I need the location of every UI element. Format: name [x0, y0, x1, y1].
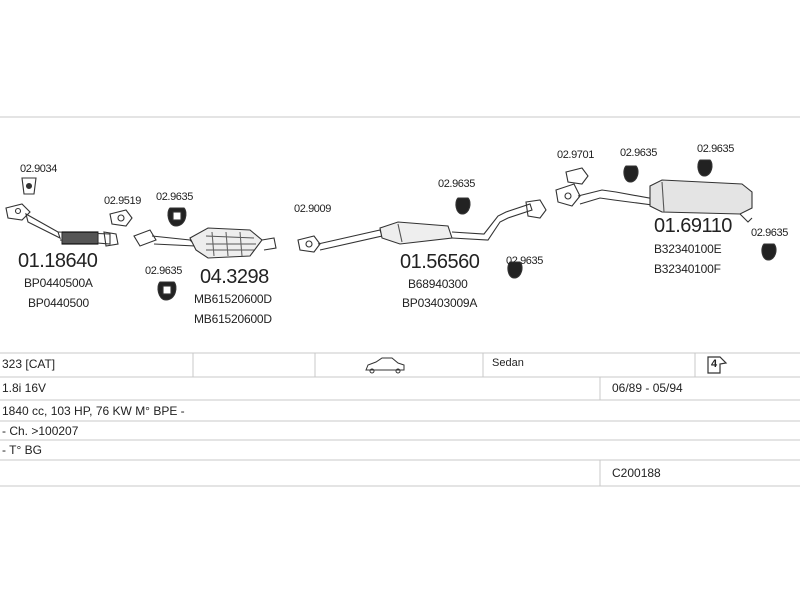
part-code-label: 02.9635 [751, 227, 788, 239]
vehicle-body-type: Sedan [492, 357, 524, 369]
part-code-label: 02.9635 [438, 178, 475, 190]
vehicle-period: 06/89 - 05/94 [612, 381, 683, 395]
door-count-icon [707, 356, 728, 374]
part-code-label: 02.9635 [620, 147, 657, 159]
oem-number-label: B32340100E [654, 242, 722, 256]
car-sedan-icon [365, 357, 405, 374]
part-code-label: 02.9635 [697, 143, 734, 155]
oem-number-label: MB61520600D [194, 312, 272, 326]
part-code-label: 02.9635 [156, 191, 193, 203]
vehicle-note: - T° BG [2, 443, 42, 457]
part-code-label: 01.56560 [400, 251, 480, 273]
vehicle-code: C200188 [612, 466, 661, 480]
oem-number-label: B32340100F [654, 262, 721, 276]
oem-number-label: B68940300 [408, 277, 468, 291]
middle-silencer-drawing [297, 197, 547, 279]
part-code-label: 02.9009 [294, 203, 331, 215]
oem-number-label: BP0440500A [24, 276, 93, 290]
vehicle-model: 323 [CAT] [2, 357, 56, 371]
vehicle-spec: 1840 cc, 103 HP, 76 KW M° BPE - [2, 404, 185, 418]
oem-number-label: MB61520600D [194, 292, 272, 306]
vehicle-chassis: - Ch. >100207 [2, 424, 79, 438]
catalytic-converter-drawing [133, 227, 277, 259]
mounting-parts-drawing [109, 207, 187, 301]
oem-number-label: BP03403009A [402, 296, 478, 310]
oem-number-label: BP0440500 [28, 296, 89, 310]
part-code-label: 01.18640 [18, 250, 98, 272]
part-code-label: 04.3298 [200, 266, 269, 288]
front-pipe-drawing [5, 203, 119, 247]
part-code-label: 01.69110 [654, 215, 732, 237]
part-code-label: 02.9701 [557, 149, 594, 161]
part-code-label: 02.9635 [145, 265, 182, 277]
rear-silencer-drawing [555, 159, 777, 261]
part-code-label: 02.9519 [104, 195, 141, 207]
vehicle-info-table [0, 352, 800, 487]
gasket-drawing [21, 177, 37, 195]
vehicle-engine: 1.8i 16V [2, 381, 47, 395]
part-code-label: 02.9635 [506, 255, 543, 267]
door-count-label: 4 [711, 358, 718, 370]
part-code-label: 02.9034 [20, 163, 57, 175]
